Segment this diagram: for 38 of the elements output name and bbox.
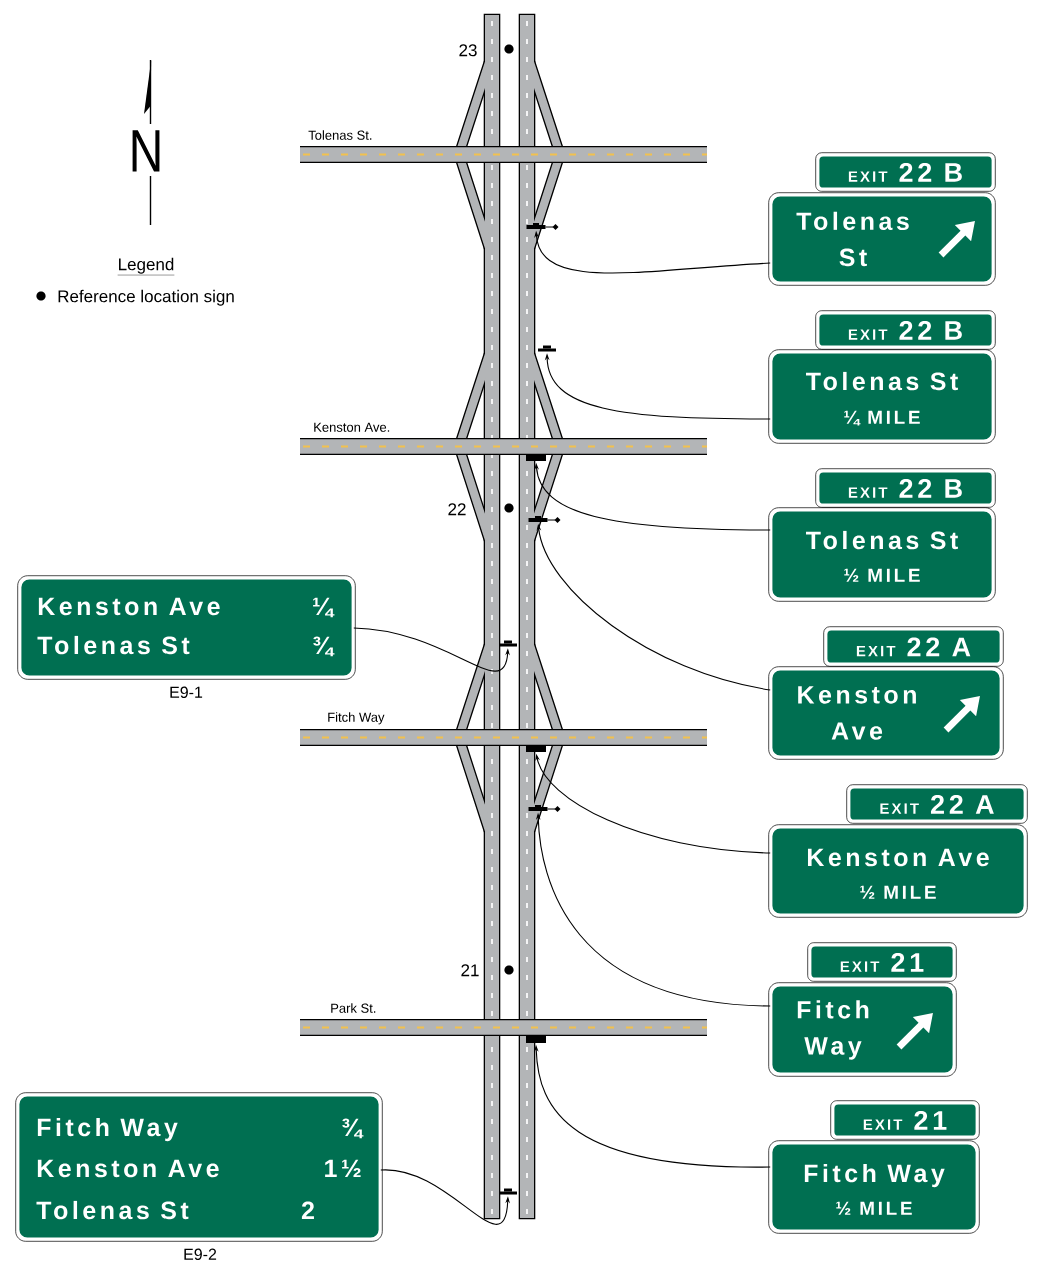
exit-plaque: EXIT 22 B: [815, 468, 996, 508]
exit-plaque: EXIT 22 B: [815, 152, 996, 192]
guide-sign: Kenston Ave ½ MILE: [768, 824, 1028, 918]
street-name: Fitch Way: [328, 712, 385, 725]
sign-symbol: [538, 345, 556, 352]
exit-plaque: EXIT 21: [807, 942, 957, 982]
distance-sign: Kenston Ave ¼ Tolenas St ¾: [17, 575, 356, 680]
sign-symbol: [526, 223, 559, 230]
legend-text: Reference location sign: [58, 289, 234, 306]
guide-sign: Fitch Way: [768, 982, 957, 1077]
legend-title: Legend: [117, 257, 175, 276]
sign-symbol: [528, 516, 561, 523]
street-name: Tolenas St.: [308, 130, 372, 140]
distance-sign: Fitch Way ¾ Kenston Ave 1½ Tolenas St 2: [15, 1092, 383, 1242]
leader-line: [353, 627, 510, 672]
reference-number: 21: [461, 964, 479, 977]
reference-number: 23: [459, 44, 477, 57]
guide-sign: Kenston Ave: [768, 666, 1004, 760]
exit-plaque: EXIT 21: [830, 1100, 980, 1140]
sign-symbol: [526, 745, 546, 752]
sign-symbol: [526, 1036, 546, 1043]
exit-plaque: EXIT 22 B: [815, 310, 996, 350]
exit-plaque: EXIT 22 A: [823, 626, 1004, 667]
exit-plaque: EXIT 22 A: [846, 784, 1028, 824]
street-name: Kenston Ave.: [314, 422, 390, 432]
guide-sign: Tolenas St: [768, 192, 996, 286]
sign-symbol: [526, 454, 546, 461]
guide-sign: Fitch Way ½ MILE: [768, 1140, 980, 1234]
sign-symbol: [499, 640, 517, 647]
guide-sign: Tolenas St ¼ MILE: [768, 349, 996, 444]
sign-symbol: [499, 1188, 517, 1195]
sign-symbol: [528, 805, 561, 812]
street-name: Park St.: [331, 1003, 376, 1013]
compass-letter: N: [132, 130, 160, 172]
sign-code: E9-1: [170, 686, 203, 698]
sign-code: E9-2: [184, 1248, 217, 1260]
reference-number: 22: [448, 503, 466, 516]
guide-sign: Tolenas St ½ MILE: [768, 507, 996, 602]
